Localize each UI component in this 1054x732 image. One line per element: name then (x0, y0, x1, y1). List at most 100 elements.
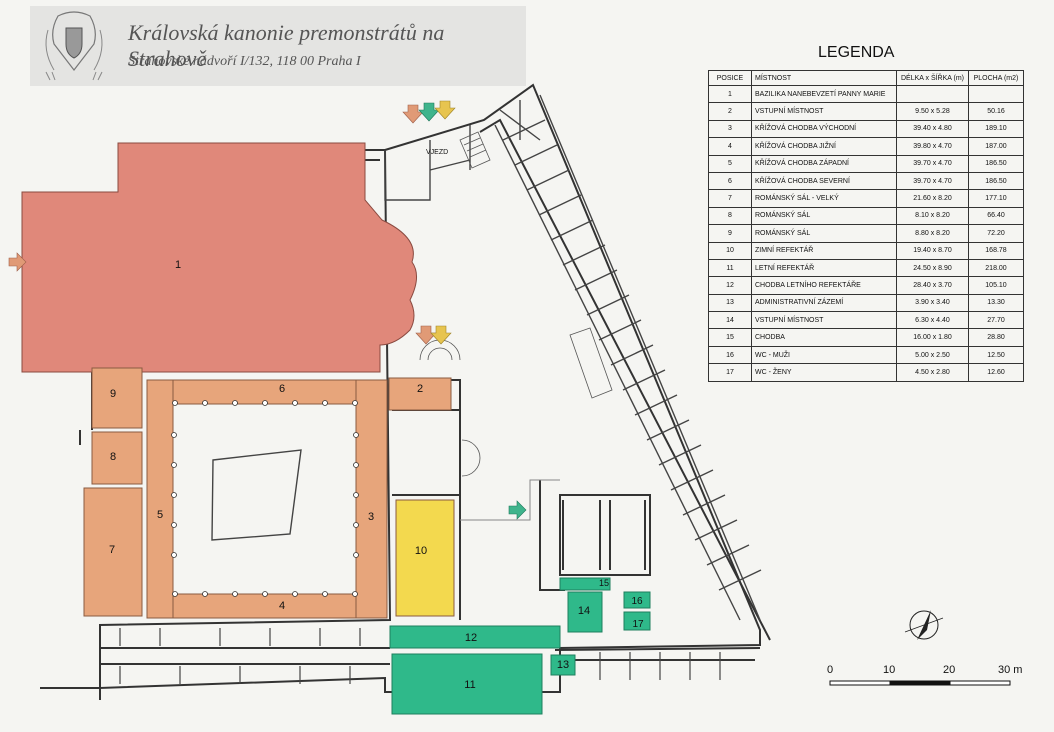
legend-dimensions: 21.60 x 8.20 (896, 189, 969, 208)
legend-room: LETNÍ REFEKTÁŘ (751, 258, 897, 278)
scale-label-0: 0 (827, 664, 834, 676)
legend-area: 50.16 (968, 102, 1024, 121)
room-number-11: 11 (464, 679, 475, 691)
arrow-east-green-icon (508, 500, 527, 520)
legend-room: ZIMNÍ REFEKTÁŘ (751, 241, 897, 260)
legend-table: POSICE MÍSTNOST DÉLKA x ŠÍŘKA (m) PLOCHA… (708, 70, 1024, 382)
legend-room: CHODBA LETNÍHO REFEKTÁŘE (751, 276, 897, 295)
page-title: Královská kanonie premonstrátů na Straho… (128, 20, 445, 71)
header-banner: Královská kanonie premonstrátů na Straho… (30, 6, 526, 86)
legend-area: 189.10 (968, 119, 1024, 139)
legend-area: 28.80 (968, 328, 1024, 347)
cloister-columns (171, 400, 359, 597)
scale-bar (829, 680, 1011, 686)
east-wing-cells (494, 94, 762, 621)
legend-dimensions: 8.10 x 8.20 (896, 206, 969, 226)
address-line: Strahovské nádvoří I/132, 118 00 Praha I (128, 54, 361, 69)
room-number-9: 9 (110, 388, 116, 400)
courtyard-fountain (211, 449, 302, 541)
legend-room: KŘÍŽOVÁ CHODBA JIŽNÍ (751, 137, 897, 156)
header-position: POSICE (708, 70, 752, 86)
legend-position: 9 (708, 224, 752, 243)
legend-title: LEGENDA (818, 44, 895, 61)
legend-dimensions: 39.80 x 4.70 (896, 137, 969, 156)
legend-dimensions: 9.50 x 5.28 (896, 102, 969, 121)
legend-position: 11 (708, 258, 752, 278)
summer-rooms[interactable] (389, 577, 651, 715)
scale-label-20: 20 (943, 664, 956, 676)
legend-room: ROMÁNSKÝ SÁL (751, 206, 897, 226)
legend-position: 1 (708, 84, 752, 104)
legend-area: 177.10 (968, 189, 1024, 208)
legend-dimensions: 3.90 x 3.40 (896, 293, 969, 313)
scale-label-30: 30 m (998, 664, 1023, 676)
room-number-3: 3 (368, 511, 374, 523)
legend-dimensions: 39.70 x 4.70 (896, 154, 969, 173)
legend-position: 16 (708, 345, 752, 365)
legend-area (968, 84, 1024, 104)
legend-dimensions: 39.40 x 4.80 (896, 119, 969, 139)
legend-room: ADMINISTRATIVNÍ ZÁZEMÍ (751, 293, 897, 313)
header-dimensions: DÉLKA x ŠÍŘKA (m) (896, 70, 969, 86)
header-room: MÍSTNOST (751, 70, 897, 86)
room-number-13: 13 (557, 659, 569, 671)
room-number-1: 1 (175, 259, 181, 271)
room-1-basilica[interactable] (21, 142, 417, 373)
room-number-17: 17 (632, 619, 644, 630)
south-cells (119, 628, 721, 684)
legend-area: 12.50 (968, 345, 1024, 365)
header-area: PLOCHA (m2) (968, 70, 1024, 86)
legend-area: 186.50 (968, 154, 1024, 173)
legend-area: 13.30 (968, 293, 1024, 313)
legend-dimensions: 39.70 x 4.70 (896, 171, 969, 191)
legend-position: 13 (708, 293, 752, 313)
room-number-8: 8 (110, 451, 116, 463)
legend-position: 15 (708, 328, 752, 347)
legend-position: 12 (708, 276, 752, 295)
legend-dimensions: 6.30 x 4.40 (896, 311, 969, 330)
legend-position: 3 (708, 119, 752, 139)
legend-area: 66.40 (968, 206, 1024, 226)
legend-position: 2 (708, 102, 752, 121)
scale-label-10: 10 (883, 664, 896, 676)
room-number-6: 6 (279, 383, 285, 395)
legend-position: 4 (708, 137, 752, 156)
legend-position: 14 (708, 311, 752, 330)
arrow-west-icon (8, 252, 27, 272)
arrow-down-green-icon (418, 102, 440, 122)
legend-room: CHODBA (751, 328, 897, 347)
cloister-rooms[interactable] (83, 367, 455, 619)
legend-room: ROMÁNSKÝ SÁL - VELKÝ (751, 189, 897, 208)
legend-room: KŘÍŽOVÁ CHODBA VÝCHODNÍ (751, 119, 897, 139)
room-number-4: 4 (279, 600, 285, 612)
legend-position: 5 (708, 154, 752, 173)
legend-area: 27.70 (968, 311, 1024, 330)
legend-dimensions: 19.40 x 8.70 (896, 241, 969, 260)
room-number-14: 14 (578, 605, 590, 617)
legend-area: 12.60 (968, 363, 1024, 382)
room-number-15: 15 (599, 578, 609, 588)
legend-dimensions: 24.50 x 8.90 (896, 258, 969, 278)
coat-of-arms-icon (45, 11, 103, 81)
room-number-7: 7 (109, 544, 115, 556)
legend-room: KŘÍŽOVÁ CHODBA ZÁPADNÍ (751, 154, 897, 173)
legend-room: BAZILIKA NANEBEVZETÍ PANNY MARIE (751, 84, 897, 104)
legend-room: ROMÁNSKÝ SÁL (751, 224, 897, 243)
legend-dimensions: 28.40 x 3.70 (896, 276, 969, 295)
legend-room: WC - ŽENY (751, 363, 897, 382)
legend-position: 10 (708, 241, 752, 260)
arrow-down-yellow-2-icon (430, 325, 452, 345)
room-number-2: 2 (417, 383, 423, 395)
room-number-16: 16 (631, 596, 643, 607)
legend-area: 218.00 (968, 258, 1024, 278)
